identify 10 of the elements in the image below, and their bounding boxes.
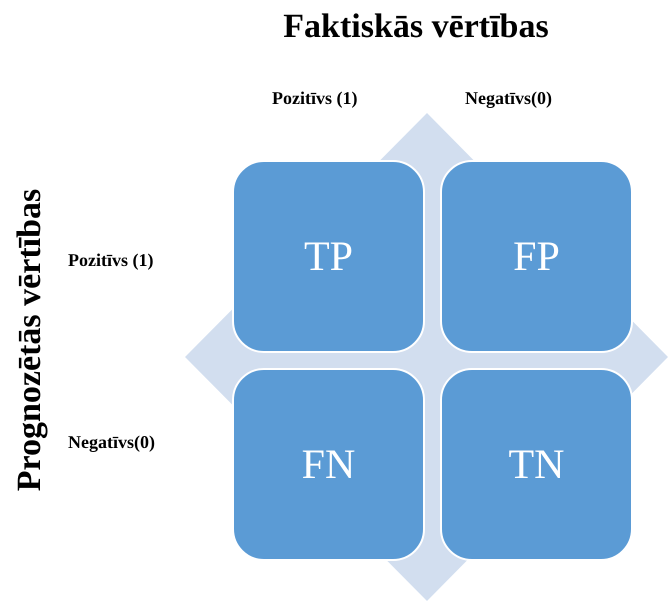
matrix-cell: FP	[440, 160, 633, 353]
column-header: Pozitīvs (1)	[272, 88, 358, 109]
matrix-cell: TN	[440, 368, 633, 561]
column-header: Negatīvs(0)	[465, 88, 552, 109]
title: Faktiskās vērtības	[282, 8, 550, 46]
row-header: Negatīvs(0)	[68, 432, 155, 453]
matrix-cell: TP	[232, 160, 425, 353]
axis-label: Prognozētās vērtības	[11, 188, 49, 492]
row-header: Pozitīvs (1)	[68, 250, 154, 271]
matrix-cell: FN	[232, 368, 425, 561]
